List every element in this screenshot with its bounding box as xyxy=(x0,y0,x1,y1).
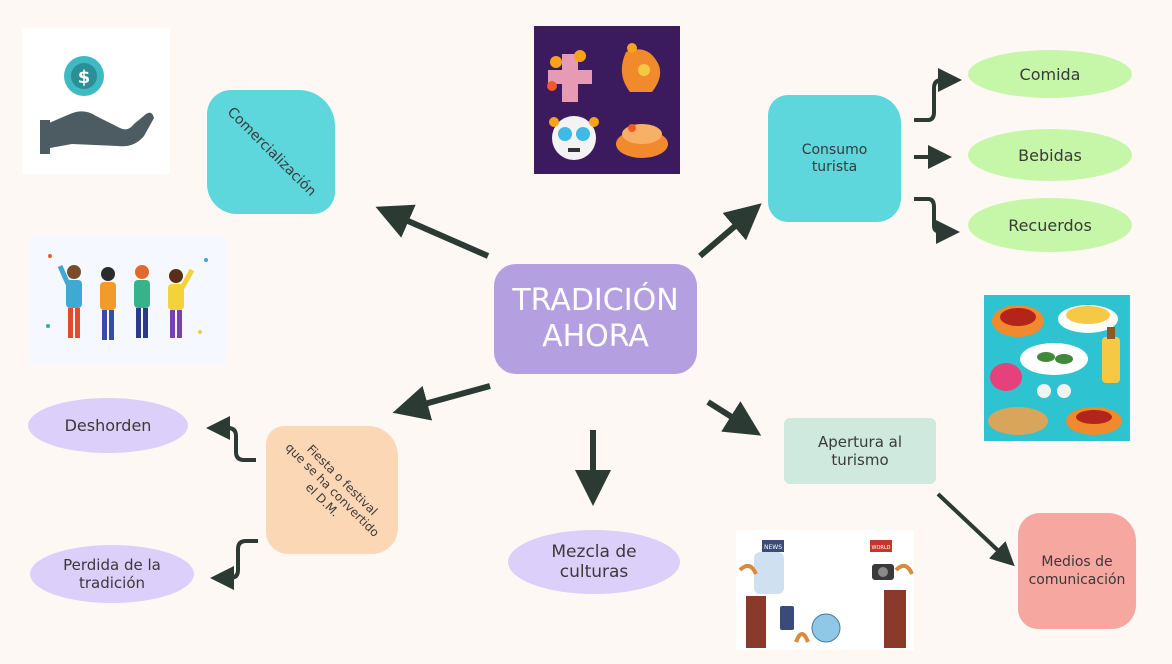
money-hand-image: $ xyxy=(22,28,170,174)
medios-label-line1: Medios de xyxy=(1041,554,1113,570)
item-comida[interactable]: Comida xyxy=(968,50,1132,98)
fiesta-node[interactable]: Fiesta o festival que se ha convertido e… xyxy=(266,426,398,554)
consumo-label-line1: Consumo xyxy=(801,141,868,158)
fiesta-label-line2: que se ha convertido xyxy=(282,440,382,540)
arrow-to-deshorden xyxy=(206,416,256,462)
day-of-dead-image xyxy=(534,26,680,174)
mezcla-node[interactable]: Mezcla de culturas xyxy=(508,530,680,594)
deshorden-label: Deshorden xyxy=(64,416,152,435)
arrow-to-perdida xyxy=(210,539,258,590)
item-bebidas[interactable]: Bebidas xyxy=(968,129,1132,181)
mexican-food-image xyxy=(984,295,1130,441)
arrow-to-comida xyxy=(914,68,962,122)
news-image: NEWS WORLD xyxy=(736,530,914,650)
medios-node[interactable]: Medios de comunicación xyxy=(1018,513,1136,629)
dancing-people-image xyxy=(30,236,226,364)
item-recuerdos-label: Recuerdos xyxy=(1008,215,1092,235)
arrow-to-medios xyxy=(936,492,1015,567)
arrow-to-consumo xyxy=(698,203,762,259)
comercializacion-label: Comercialización xyxy=(223,104,319,200)
perdida-label-line1: Perdida de la xyxy=(63,556,161,574)
medios-label-line2: comunicación xyxy=(1028,572,1126,588)
central-topic-line1: TRADICIÓN xyxy=(512,283,679,318)
apertura-label-line2: turismo xyxy=(831,451,889,469)
fiesta-label: Fiesta o festival que se ha convertido e… xyxy=(272,430,391,549)
consumo-turista-node[interactable]: Consumo turista xyxy=(768,95,901,222)
svg-text:$: $ xyxy=(78,67,91,88)
apertura-label-line1: Apertura al xyxy=(817,433,903,451)
arrow-to-recuerdos xyxy=(914,197,960,244)
comercializacion-node[interactable]: Comercialización xyxy=(207,90,335,214)
item-comida-label: Comida xyxy=(1019,64,1081,84)
central-topic-line2: AHORA xyxy=(542,319,649,354)
arrow-to-apertura xyxy=(706,399,762,436)
deshorden-node[interactable]: Deshorden xyxy=(28,398,188,453)
perdida-label-line2: tradición xyxy=(78,574,146,592)
perdida-node[interactable]: Perdida de la tradición xyxy=(30,545,194,603)
central-topic[interactable]: TRADICIÓN AHORA xyxy=(494,264,697,374)
mezcla-label-line2: culturas xyxy=(559,562,629,582)
mezcla-label-line1: Mezcla de xyxy=(551,542,637,562)
item-bebidas-label: Bebidas xyxy=(1018,145,1082,165)
apertura-node[interactable]: Apertura al turismo xyxy=(784,418,936,484)
arrow-to-fiesta xyxy=(392,383,491,421)
news-badge-right: WORLD xyxy=(872,545,891,551)
arrow-to-comercializacion xyxy=(375,204,490,259)
consumo-label-line2: turista xyxy=(811,158,858,175)
item-recuerdos[interactable]: Recuerdos xyxy=(968,198,1132,252)
news-badge-left: NEWS xyxy=(764,544,782,551)
